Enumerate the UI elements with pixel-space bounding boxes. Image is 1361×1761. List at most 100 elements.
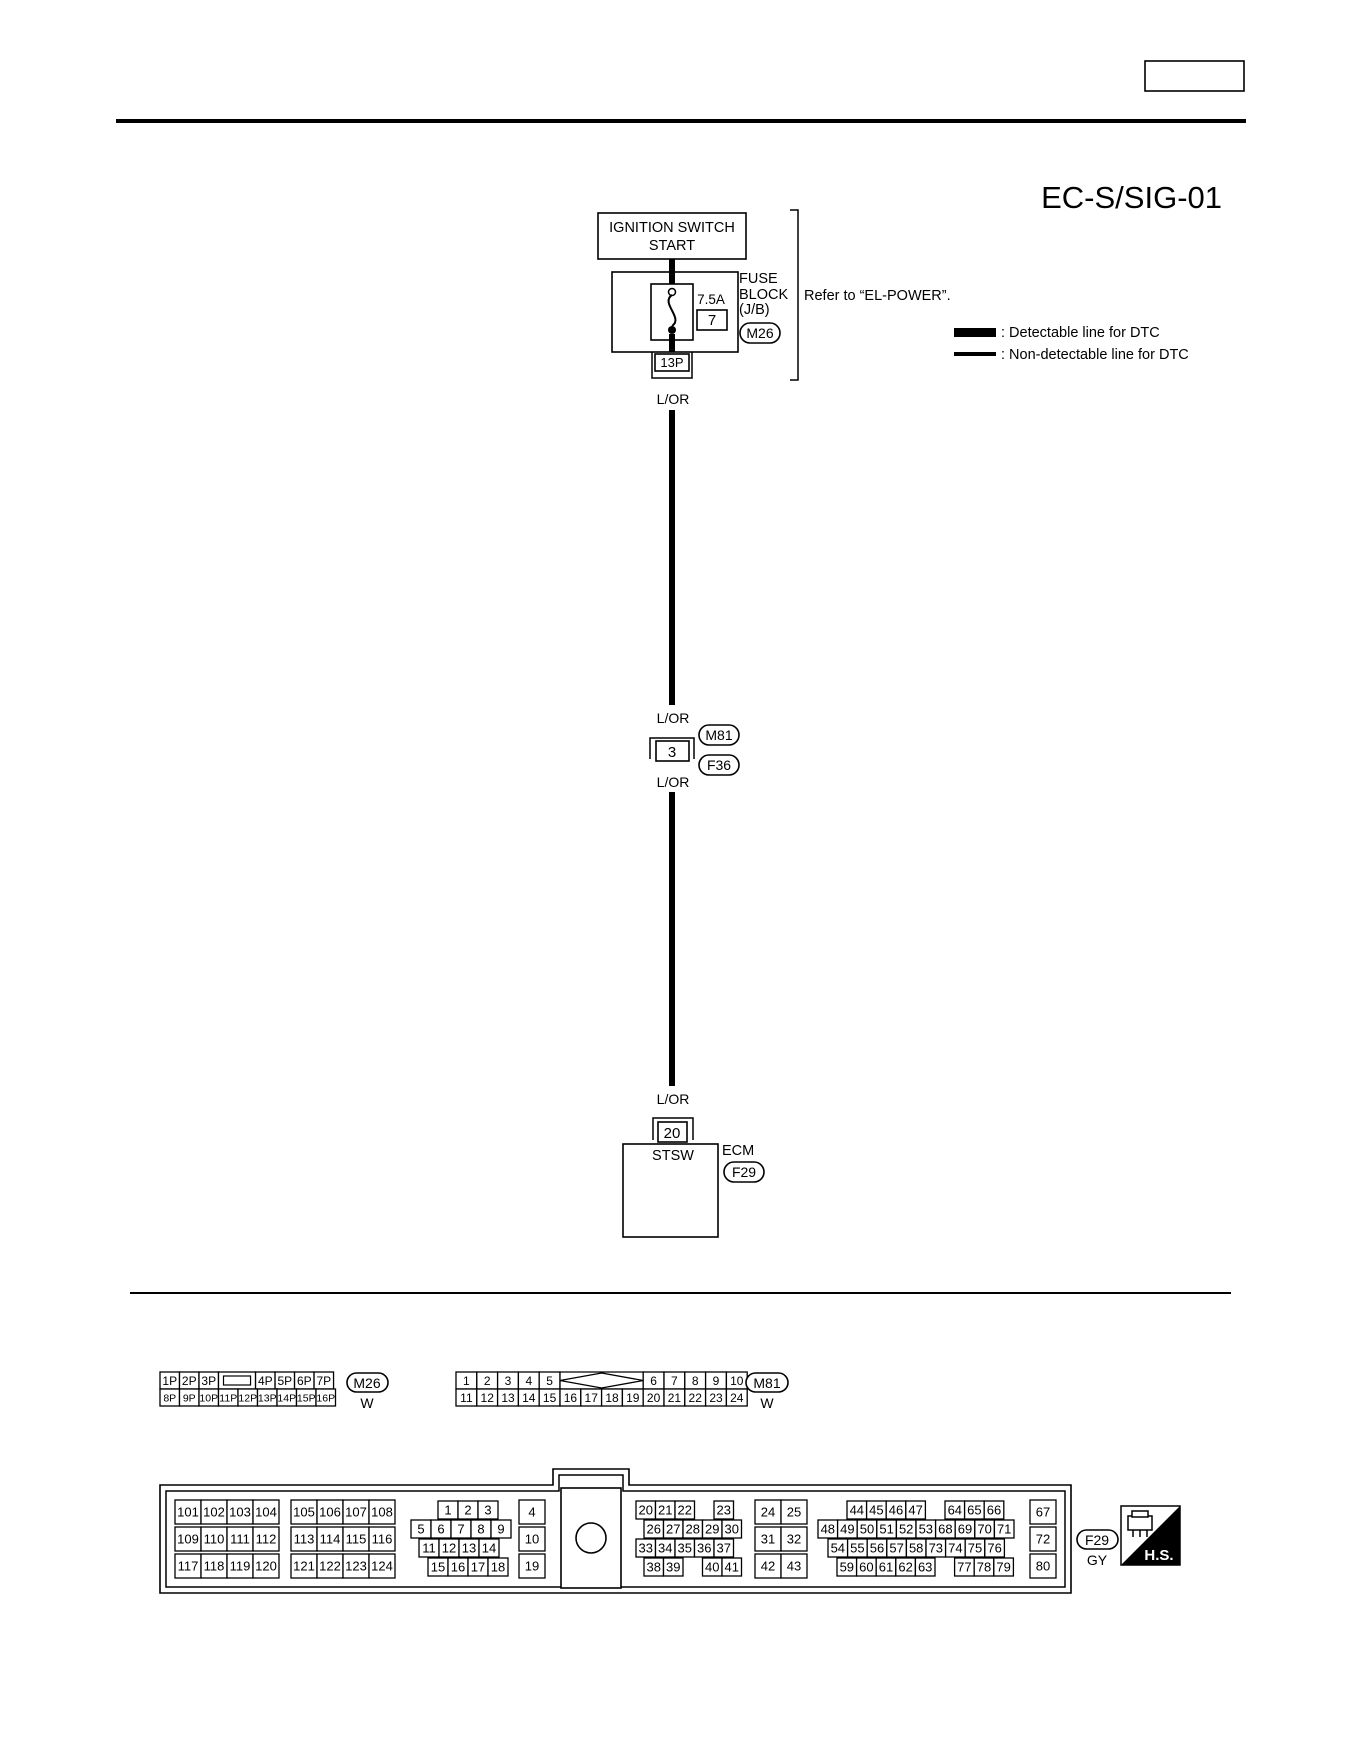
f29-pin-80-box xyxy=(1029,1553,1057,1579)
f29-pin-73: 73 xyxy=(929,1541,943,1556)
joint-connector-outer xyxy=(649,737,695,759)
f29-pin-107-box xyxy=(342,1499,370,1525)
f29-pin-16: 16 xyxy=(451,1560,465,1575)
f29-pin-117-box xyxy=(174,1553,202,1579)
m81-pin-7: 7 xyxy=(671,1374,678,1388)
legend-detectable-line xyxy=(954,328,996,337)
f29-pin-13: 13 xyxy=(462,1541,476,1556)
m26-pin-14P: 14P xyxy=(277,1392,296,1404)
ecm-box xyxy=(622,1143,719,1238)
legend-nondetectable-text: : Non-detectable line for DTC xyxy=(1001,347,1189,363)
f29-pin-43-box xyxy=(780,1553,808,1579)
f29-pin-5: 5 xyxy=(417,1522,424,1537)
terminal-13p-label: 13P xyxy=(660,355,683,370)
f29-pin-46: 46 xyxy=(889,1503,903,1518)
joint-conn-bottom: F36 xyxy=(707,757,731,773)
fuse-number: 7 xyxy=(708,312,716,329)
wire-color-4: L/OR xyxy=(657,1091,690,1107)
f29-pin-60: 60 xyxy=(859,1560,873,1575)
ignition-switch-box xyxy=(597,212,747,260)
f29-pin-54: 54 xyxy=(831,1541,845,1556)
m81-pin-20: 20 xyxy=(647,1391,661,1405)
f29-pin-107: 107 xyxy=(345,1505,367,1520)
f29-pin-112-box xyxy=(252,1526,280,1552)
f29-pin-34: 34 xyxy=(658,1541,672,1556)
connector-m81-id: M81 xyxy=(753,1375,780,1391)
f29-pin-79: 79 xyxy=(996,1560,1010,1575)
f29-pin-117: 117 xyxy=(178,1559,199,1574)
f29-pin-58: 58 xyxy=(909,1541,923,1556)
f29-pin-18: 18 xyxy=(491,1560,505,1575)
f29-pin-15: 15 xyxy=(431,1560,445,1575)
f29-pin-8: 8 xyxy=(477,1522,484,1537)
f29-pin-110: 110 xyxy=(204,1532,225,1547)
f29-pin-78: 78 xyxy=(977,1560,991,1575)
connector-m81-color: W xyxy=(760,1395,774,1411)
m81-pin-23: 23 xyxy=(709,1391,723,1405)
ecm-pin-box xyxy=(657,1121,688,1143)
connector-m81-badge xyxy=(745,1372,789,1393)
f29-pin-35: 35 xyxy=(678,1541,692,1556)
ecm-connector-id: F29 xyxy=(732,1164,756,1180)
f29-pin-18-box xyxy=(487,1557,509,1577)
f29-pin-63-box xyxy=(914,1557,936,1577)
wire-color-1: L/OR xyxy=(657,391,690,407)
f29-pin-119: 119 xyxy=(230,1559,251,1574)
f29-pin-105-box xyxy=(290,1499,318,1525)
f29-pin-30: 30 xyxy=(725,1522,739,1537)
m26-pin-1P: 1P xyxy=(162,1374,177,1388)
m26-pin-5P: 5P xyxy=(277,1374,292,1388)
m81-pin-10: 10 xyxy=(730,1374,744,1388)
f29-pin-31-box xyxy=(754,1526,782,1552)
f29-pin-66: 66 xyxy=(987,1503,1001,1518)
f29-pin-120: 120 xyxy=(255,1559,277,1574)
ignition-switch-position: START xyxy=(649,238,695,254)
f29-pin-48: 48 xyxy=(821,1522,835,1537)
f29-pin-49: 49 xyxy=(840,1522,854,1537)
f29-pin-103-box xyxy=(226,1499,254,1525)
f29-pin-9: 9 xyxy=(497,1522,504,1537)
m81-pin-12: 12 xyxy=(481,1391,495,1405)
m81-pin-3: 3 xyxy=(505,1374,512,1388)
fuse-number-box xyxy=(696,309,728,331)
f29-pin-14: 14 xyxy=(482,1541,496,1556)
fuse-connector-badge xyxy=(739,322,781,344)
f29-pin-20: 20 xyxy=(639,1503,653,1518)
f29-pin-63: 63 xyxy=(918,1560,932,1575)
m81-pin-18: 18 xyxy=(605,1391,619,1405)
f29-pin-50: 50 xyxy=(860,1522,874,1537)
f29-pin-10-box xyxy=(518,1526,546,1552)
f29-pin-41: 41 xyxy=(725,1560,739,1575)
f29-pin-67-box xyxy=(1029,1499,1057,1525)
m81-pin-17: 17 xyxy=(585,1391,599,1405)
fuse-block-label-1: FUSE xyxy=(739,271,778,287)
f29-pin-10: 10 xyxy=(525,1532,539,1547)
f29-pin-109: 109 xyxy=(177,1532,199,1547)
m26-pin-7P: 7P xyxy=(316,1374,331,1388)
f29-pin-116: 116 xyxy=(372,1532,393,1547)
f29-pin-3: 3 xyxy=(484,1503,491,1518)
f29-pin-65: 65 xyxy=(967,1503,981,1518)
f29-pin-116-box xyxy=(368,1526,396,1552)
f29-pin-76-box xyxy=(984,1538,1006,1558)
connector-m26-id: M26 xyxy=(353,1375,380,1391)
f29-pin-42: 42 xyxy=(761,1559,775,1574)
f29-pin-41-box xyxy=(721,1557,743,1577)
f29-pin-110-box xyxy=(200,1526,228,1552)
m26-pin-16P: 16P xyxy=(316,1392,335,1404)
m81-pin-19: 19 xyxy=(626,1391,640,1405)
f29-pin-22-box xyxy=(674,1500,696,1520)
joint-conn-top: M81 xyxy=(705,727,732,743)
f29-pin-122: 122 xyxy=(319,1559,341,1574)
fuse-contact-bottom xyxy=(668,326,676,334)
f29-pin-26: 26 xyxy=(647,1522,661,1537)
f29-pin-121-box xyxy=(290,1553,318,1579)
f29-pin-31: 31 xyxy=(761,1532,775,1547)
f29-pin-29: 29 xyxy=(705,1522,719,1537)
f29-pin-32: 32 xyxy=(787,1532,801,1547)
f29-pin-4-box xyxy=(518,1499,546,1525)
joint-conn-top-badge xyxy=(698,724,740,746)
